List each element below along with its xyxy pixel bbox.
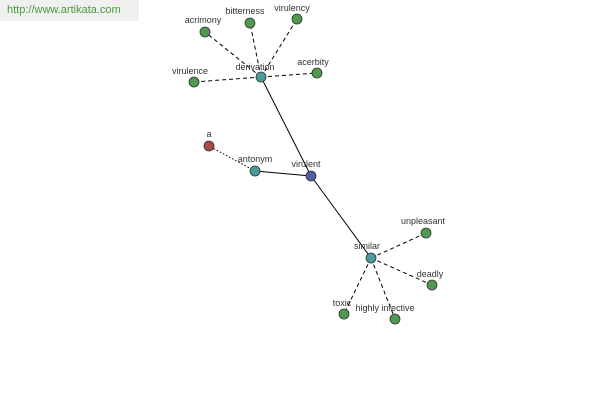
edge-derivation-virulence <box>193 76 262 83</box>
node-dot-similar[interactable] <box>365 252 377 264</box>
node-dot-acrimony[interactable] <box>199 26 211 38</box>
edge-derivation-bitterness <box>249 22 262 78</box>
node-label-virulent: virulent <box>291 159 321 169</box>
edge-derivation-acerbity <box>260 72 318 78</box>
node-dot-bitterness[interactable] <box>244 17 256 29</box>
node-dot-virulency[interactable] <box>291 13 303 25</box>
node-dot-acerbity[interactable] <box>311 67 323 79</box>
edge-virulent-derivation <box>260 76 312 177</box>
edge-virulent-antonym <box>254 170 312 177</box>
node-label-similar: similar <box>354 241 380 251</box>
edge-similar-unpleasant <box>370 232 427 259</box>
edge-derivation-acrimony <box>204 31 262 78</box>
node-virulency[interactable]: virulency <box>274 3 310 25</box>
node-label-highly-infective: highly infective <box>355 303 414 313</box>
node-dot-virulent[interactable] <box>305 170 317 182</box>
node-label-antonym: antonym <box>238 154 273 164</box>
node-acrimony[interactable]: acrimony <box>185 15 222 38</box>
node-a[interactable]: a <box>203 129 215 152</box>
source-link[interactable]: http://www.artikata.com <box>0 0 139 21</box>
node-dot-derivation[interactable] <box>255 71 267 83</box>
edge-similar-highly-infective <box>370 257 396 320</box>
node-dot-highly-infective[interactable] <box>389 313 401 325</box>
node-dot-unpleasant[interactable] <box>420 227 432 239</box>
node-label-virulence: virulence <box>172 66 208 76</box>
node-bitterness[interactable]: bitterness <box>225 6 265 29</box>
edge-virulent-similar <box>310 175 372 259</box>
node-virulence[interactable]: virulence <box>172 66 208 88</box>
node-derivation[interactable]: derivation <box>235 62 275 83</box>
node-acerbity[interactable]: acerbity <box>297 57 329 79</box>
node-label-a: a <box>206 129 211 139</box>
edge-derivation-virulency <box>260 18 298 78</box>
node-label-unpleasant: unpleasant <box>401 216 446 226</box>
node-toxic[interactable]: toxic <box>333 298 352 320</box>
node-label-toxic: toxic <box>333 298 352 308</box>
node-deadly[interactable]: deadly <box>417 269 444 291</box>
node-label-bitterness: bitterness <box>225 6 265 16</box>
node-similar[interactable]: similar <box>354 241 380 264</box>
node-label-acrimony: acrimony <box>185 15 222 25</box>
node-dot-deadly[interactable] <box>426 279 438 291</box>
node-label-derivation: derivation <box>235 62 274 72</box>
node-highly-infective[interactable]: highly infective <box>355 303 415 325</box>
edge-similar-toxic <box>343 257 372 315</box>
edges-layer <box>193 18 433 320</box>
node-label-acerbity: acerbity <box>297 57 329 67</box>
node-dot-a[interactable] <box>203 140 215 152</box>
node-dot-toxic[interactable] <box>338 308 350 320</box>
node-unpleasant[interactable]: unpleasant <box>401 216 446 239</box>
node-virulent[interactable]: virulent <box>291 159 321 182</box>
node-label-virulency: virulency <box>274 3 310 13</box>
node-antonym[interactable]: antonym <box>238 154 273 177</box>
nodes-layer: virulent derivation antonym similar acrimony… <box>172 3 446 325</box>
node-label-deadly: deadly <box>417 269 444 279</box>
node-dot-antonym[interactable] <box>249 165 261 177</box>
node-dot-virulence[interactable] <box>188 76 200 88</box>
